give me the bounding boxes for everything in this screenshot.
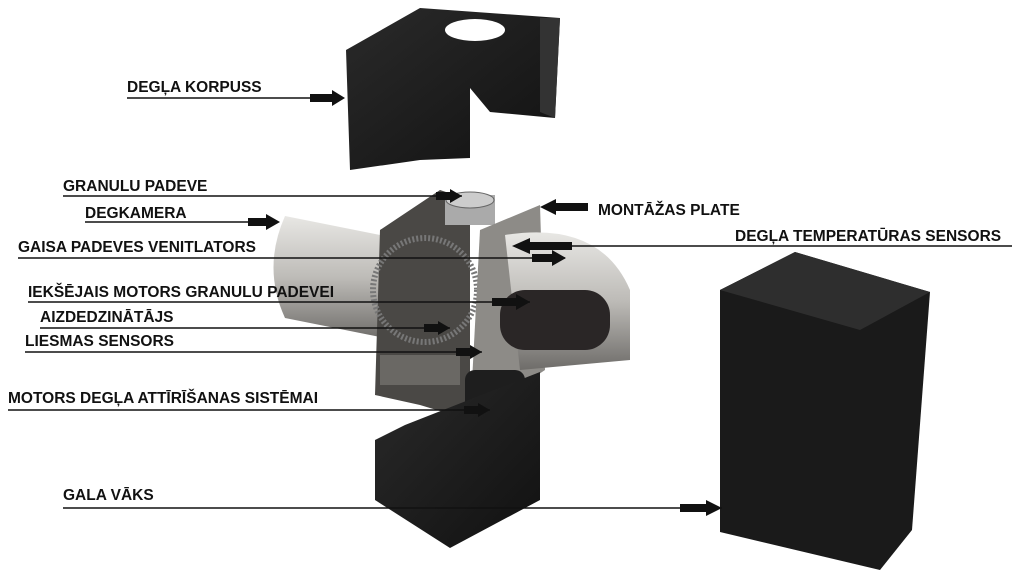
label-igniter: AIZDEDZINĀTĀJS xyxy=(40,309,450,335)
label-text: GALA VĀKS xyxy=(63,487,154,504)
label-text: MOTORS DEGĻA ATTĪRĪŠANAS SISTĒMAI xyxy=(8,389,318,407)
label-text: DEGĻA KORPUSS xyxy=(127,79,262,96)
arrow-icon xyxy=(456,345,482,359)
label-text: GAISA PADEVES VENITLATORS xyxy=(18,239,256,256)
arrow-icon xyxy=(680,500,722,516)
label-pellet-feed: GRANULU PADEVE xyxy=(63,178,462,203)
arrow-icon xyxy=(512,238,572,254)
arrow-icon xyxy=(532,250,566,266)
label-text: GRANULU PADEVE xyxy=(63,178,207,195)
label-text: DEGĻA TEMPERATŪRAS SENSORS xyxy=(735,228,1001,245)
arrow-icon xyxy=(540,199,588,215)
label-internal-motor: IEKŠĒJAIS MOTORS GRANULU PADEVEI xyxy=(28,283,530,310)
label-flame-sensor: LIESMAS SENSORS xyxy=(25,333,482,359)
label-text: LIESMAS SENSORS xyxy=(25,333,174,350)
label-mounting-plate: MONTĀŽAS PLATE xyxy=(540,199,740,219)
arrow-icon xyxy=(436,189,462,203)
burner-housing-part xyxy=(346,8,560,170)
arrow-icon xyxy=(248,214,280,230)
label-temperature-sensor: DEGĻA TEMPERATŪRAS SENSORS xyxy=(512,228,1012,254)
label-air-fan: GAISA PADEVES VENITLATORS xyxy=(18,239,566,266)
arrow-icon xyxy=(464,403,490,417)
label-text: IEKŠĒJAIS MOTORS GRANULU PADEVEI xyxy=(28,283,334,301)
label-text: MONTĀŽAS PLATE xyxy=(598,201,740,219)
arrow-icon xyxy=(424,321,450,335)
combustion-chamber-part xyxy=(273,216,395,340)
label-burner-housing: DEGĻA KORPUSS xyxy=(127,79,345,106)
end-cover-part xyxy=(720,252,930,570)
label-text: AIZDEDZINĀTĀJS xyxy=(40,309,173,326)
burner-body-part xyxy=(370,190,630,420)
label-combustion-chamber: DEGKAMERA xyxy=(85,205,280,230)
label-text: DEGKAMERA xyxy=(85,205,187,222)
arrow-icon xyxy=(492,294,530,310)
label-cleaning-motor: MOTORS DEGĻA ATTĪRĪŠANAS SISTĒMAI xyxy=(8,389,490,417)
arrow-icon xyxy=(310,90,345,106)
bottom-cover-part xyxy=(375,372,540,548)
label-end-cover: GALA VĀKS xyxy=(63,487,722,516)
